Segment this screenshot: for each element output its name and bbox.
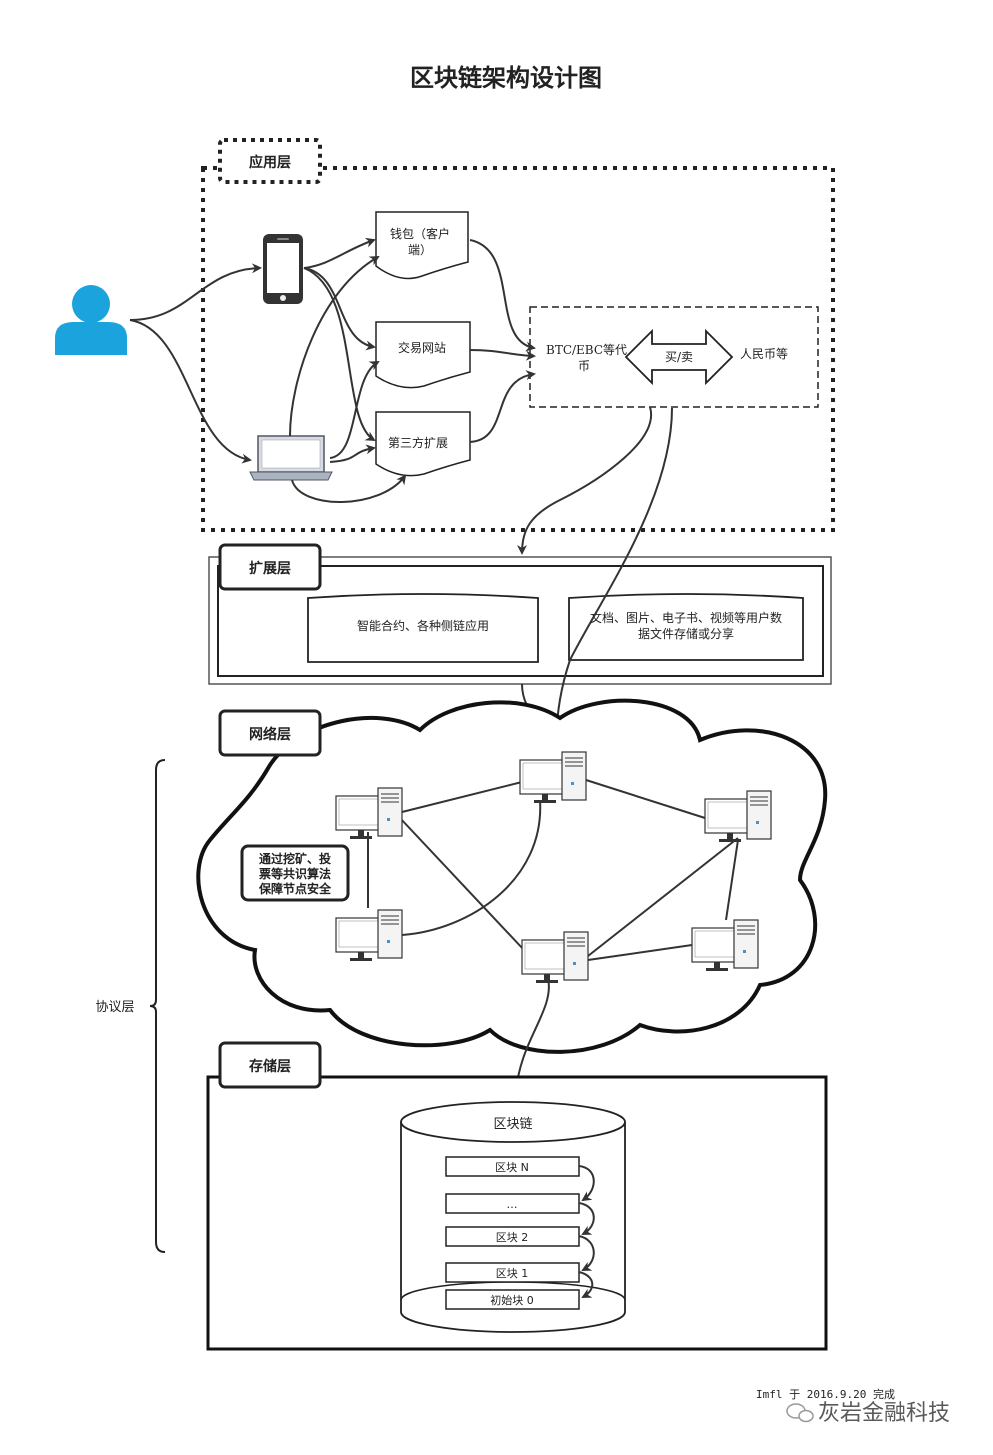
block-chain-links <box>578 1165 595 1298</box>
user-icon <box>55 285 127 355</box>
application-connectors <box>129 237 536 503</box>
consensus-note-line-1: 通过挖矿、投 <box>259 851 331 866</box>
contracts-label: 智能合约、各种侧链应用 <box>357 618 489 633</box>
network-cloud <box>196 698 828 1054</box>
wechat-icon <box>786 1403 814 1423</box>
wallet-label-2: 端） <box>408 243 432 257</box>
cross-layer-connectors <box>517 406 673 754</box>
third-party-node <box>375 411 471 477</box>
storage-layer-label: 存储层 <box>249 1058 291 1075</box>
genesis-block-label: 初始块 0 <box>490 1293 534 1307</box>
third-party-label: 第三方扩展 <box>388 435 448 450</box>
consensus-note <box>240 844 350 902</box>
laptop-icon <box>249 435 333 481</box>
block-ellipsis-label: … <box>507 1198 518 1211</box>
block-2-label: 区块 2 <box>496 1231 529 1244</box>
token-label-2: 币 <box>578 359 590 373</box>
application-layer-label: 应用层 <box>249 154 291 171</box>
rmb-label: 人民币等 <box>740 347 788 361</box>
block-n-label: 区块 N <box>495 1161 529 1174</box>
phone-icon <box>263 234 303 304</box>
wallet-node <box>375 211 469 280</box>
user-storage-label-1: 文档、图片、电子书、视频等用户数 <box>590 610 782 625</box>
block-1-label: 区块 1 <box>496 1267 529 1280</box>
application-layer-tag <box>218 138 322 184</box>
exchange-node <box>375 321 471 389</box>
network-edges <box>367 779 739 1094</box>
user-storage-label-2: 据文件存储或分享 <box>638 626 734 641</box>
footer-watermark: 灰岩金融科技 <box>818 1401 950 1426</box>
buy-sell-label: 买/卖 <box>665 350 693 364</box>
extension-layer-inner <box>217 565 824 677</box>
token-label-1: BTC/EBC等代 <box>546 343 627 357</box>
extension-layer-tag <box>218 543 322 591</box>
application-layer-frame <box>201 166 835 532</box>
network-layer-tag <box>218 709 322 757</box>
protocol-bracket <box>149 759 166 1253</box>
protocol-layer-label: 协议层 <box>95 1000 134 1015</box>
consensus-note-line-3: 保障节点安全 <box>258 881 332 896</box>
consensus-note-line-2: 票等共识算法 <box>259 866 331 881</box>
extension-layer-outer <box>208 556 832 685</box>
genesis-block <box>445 1289 580 1310</box>
footer-credit: Imfl 于 2016.9.20 完成 <box>756 1387 895 1401</box>
diagram-title: 区块链架构设计图 <box>410 64 602 92</box>
buy-sell-double-arrow <box>624 328 734 386</box>
blockchain-label: 区块链 <box>493 1117 532 1132</box>
network-layer-label: 网络层 <box>249 726 291 743</box>
exchange-label: 交易网站 <box>398 340 446 355</box>
wallet-label-1: 钱包（客户 <box>390 226 450 241</box>
contracts-node <box>307 593 539 663</box>
extension-layer-label: 扩展层 <box>249 560 291 577</box>
storage-layer-tag <box>218 1041 322 1089</box>
